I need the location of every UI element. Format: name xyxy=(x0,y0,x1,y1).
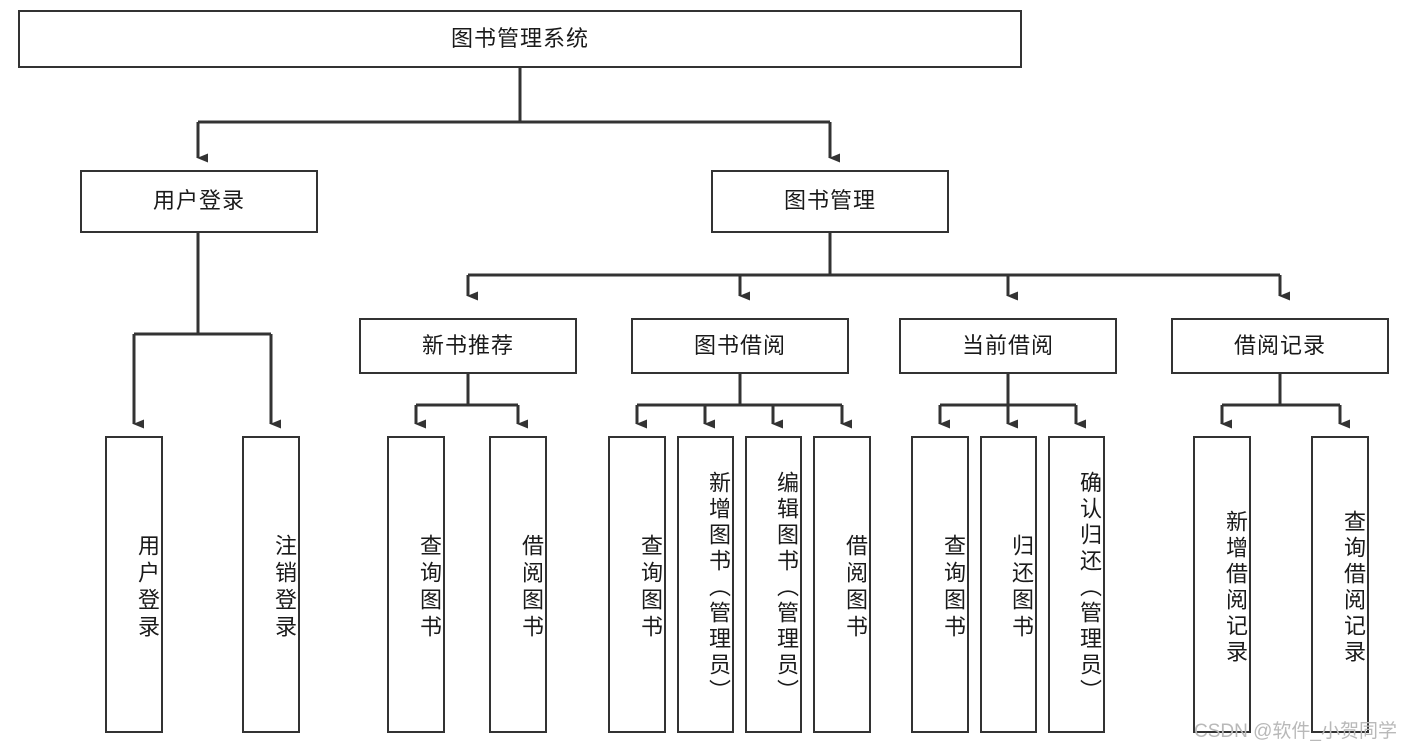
node-user-login[interactable]: 用户登录 xyxy=(80,170,318,233)
node-leaf-add-book-admin[interactable]: 新增图书（管理员） xyxy=(677,436,734,733)
node-leaf-logout-login[interactable]: 注销登录 xyxy=(242,436,300,733)
node-borrow-record[interactable]: 借阅记录 xyxy=(1171,318,1389,374)
node-book-management[interactable]: 图书管理 xyxy=(711,170,949,233)
csdn-watermark: CSDN @软件_小贺同学 xyxy=(1194,721,1397,742)
node-current-borrow[interactable]: 当前借阅 xyxy=(899,318,1117,374)
node-leaf-query-book-3[interactable]: 查询图书 xyxy=(911,436,969,733)
node-root-system[interactable]: 图书管理系统 xyxy=(18,10,1022,68)
node-book-borrow[interactable]: 图书借阅 xyxy=(631,318,849,374)
node-leaf-borrow-book-2[interactable]: 借阅图书 xyxy=(813,436,871,733)
node-leaf-return-book[interactable]: 归还图书 xyxy=(980,436,1037,733)
node-leaf-borrow-book-1[interactable]: 借阅图书 xyxy=(489,436,547,733)
node-leaf-edit-book-admin[interactable]: 编辑图书（管理员） xyxy=(745,436,802,733)
node-leaf-query-book-1[interactable]: 查询图书 xyxy=(387,436,445,733)
node-leaf-query-borrow-record[interactable]: 查询借阅记录 xyxy=(1311,436,1369,733)
node-leaf-add-borrow-record[interactable]: 新增借阅记录 xyxy=(1193,436,1251,733)
node-new-book-recommend[interactable]: 新书推荐 xyxy=(359,318,577,374)
node-leaf-user-login[interactable]: 用户登录 xyxy=(105,436,163,733)
node-leaf-query-book-2[interactable]: 查询图书 xyxy=(608,436,666,733)
node-leaf-confirm-return-admin[interactable]: 确认归还（管理员） xyxy=(1048,436,1105,733)
